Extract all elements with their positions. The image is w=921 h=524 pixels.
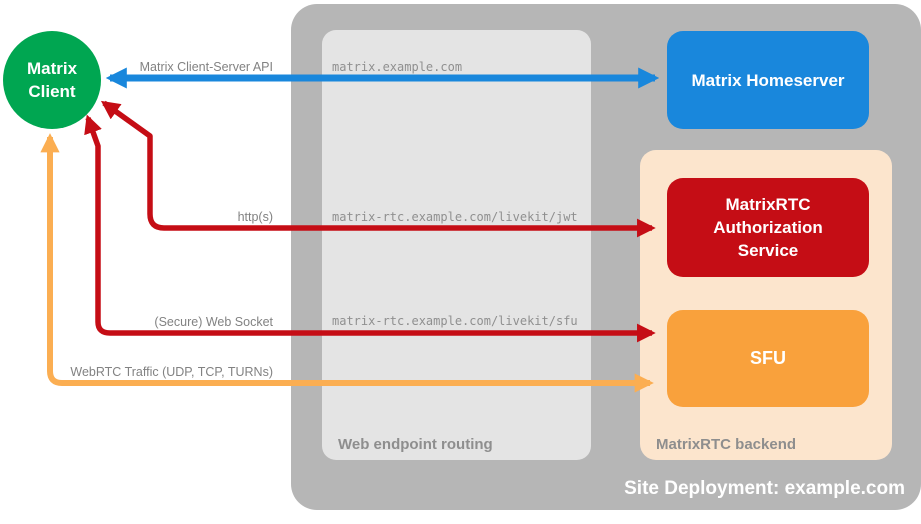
client-server-api-connection-label: Matrix Client-Server API (139, 60, 273, 74)
matrix-homeserver-node: Matrix Homeserver (667, 31, 869, 129)
matrix-client-label: Matrix Client (26, 59, 78, 101)
matrix-client-node: Matrix Client (3, 31, 101, 129)
site-deployment-label: Site Deployment: example.com (624, 478, 905, 499)
sfu-label: SFU (750, 348, 786, 368)
matrixrtc-backend-label: MatrixRTC backend (656, 436, 797, 453)
webrtc-traffic-connection-label: WebRTC Traffic (UDP, TCP, TURNs) (70, 365, 273, 379)
matrixrtc-authorization-service-label: MatrixRTC Authorization Service (713, 195, 823, 260)
matrixrtc-authorization-service-node: MatrixRTC Authorization Service (667, 178, 869, 277)
web-endpoint-routing-label: Web endpoint routing (338, 436, 493, 453)
web-socket-connection-label: (Secure) Web Socket (154, 315, 273, 329)
homeserver-url: matrix.example.com (332, 60, 463, 74)
matrix-homeserver-label: Matrix Homeserver (691, 70, 845, 90)
https-connection-label: http(s) (237, 210, 273, 224)
livekit-jwt-url: matrix-rtc.example.com/livekit/jwt (332, 210, 578, 224)
livekit-sfu-url: matrix-rtc.example.com/livekit/sfu (332, 314, 578, 328)
sfu-node: SFU (667, 310, 869, 407)
web-endpoint-routing-zone: Web endpoint routing (322, 30, 591, 460)
